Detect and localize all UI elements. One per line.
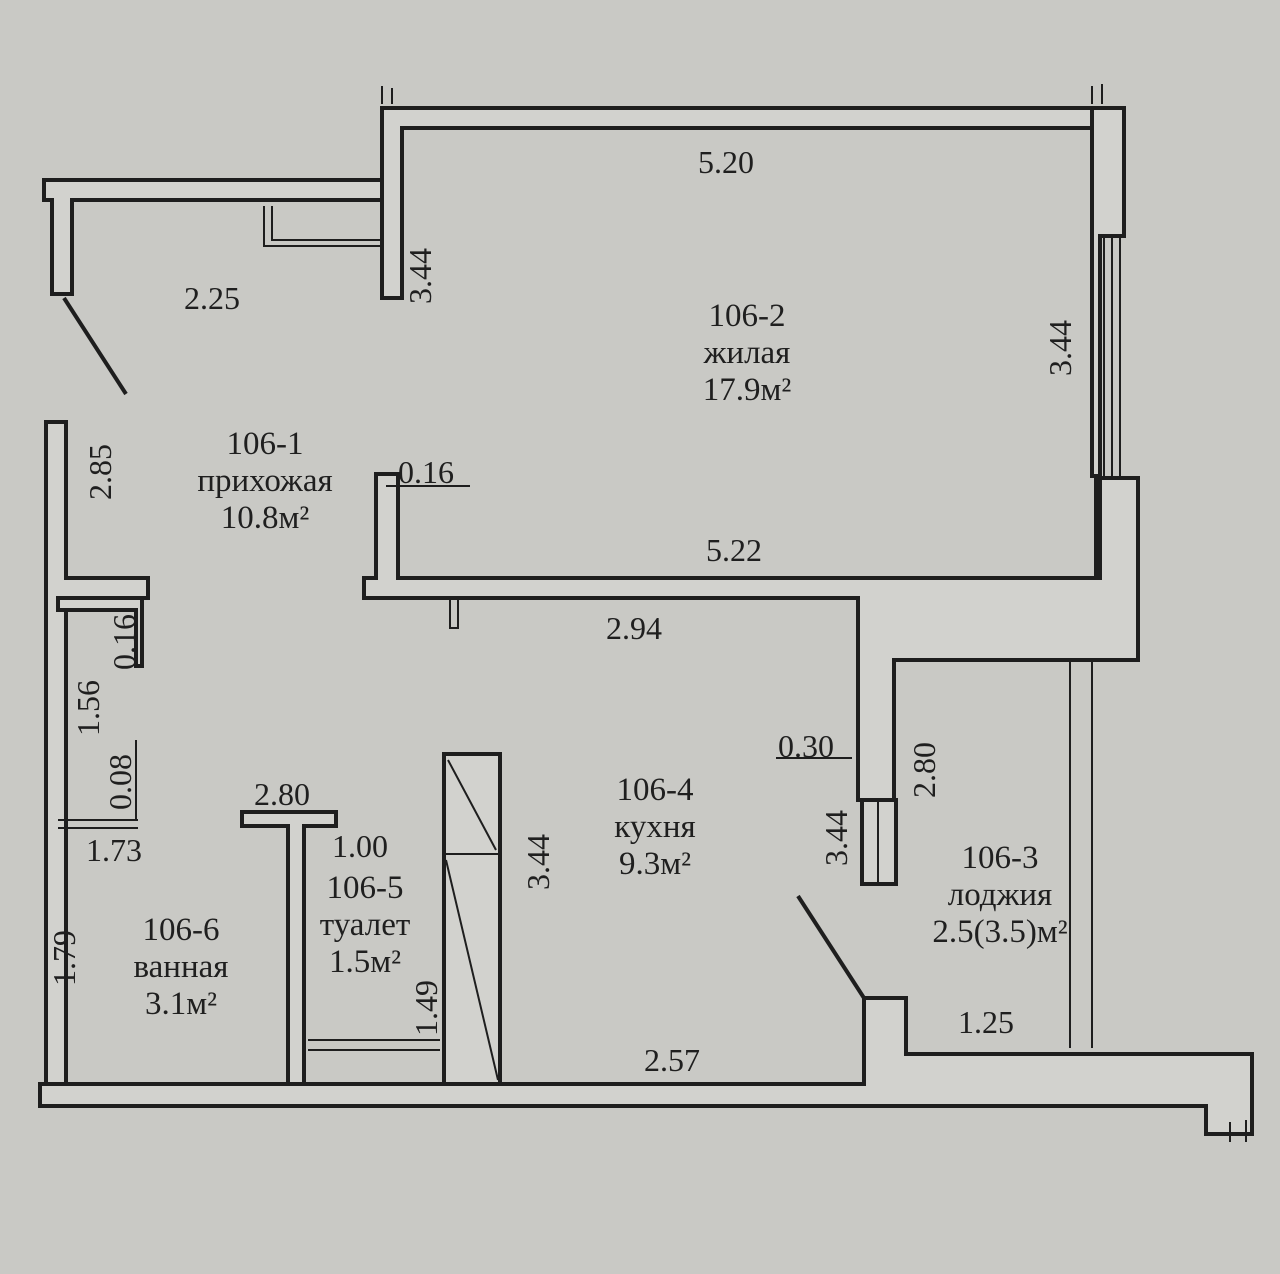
toilet-door	[308, 1039, 440, 1051]
dim-wall-016-top: 0.16	[398, 454, 454, 490]
room-bath: 106-6 ванная 3.1м²	[106, 912, 256, 1023]
living-bottom-wall	[362, 472, 1140, 802]
dim-bath-height: 1.79	[46, 930, 82, 986]
room-hall: 106-1 прихожая 10.8м²	[170, 426, 360, 537]
kitchen-door-swing	[796, 894, 866, 1000]
dim-wall-016-left: 0.16	[106, 614, 142, 670]
left-wall	[44, 420, 150, 1086]
dim-toilet-height: 1.49	[408, 980, 444, 1036]
dim-kitchen-bottom: 2.57	[644, 1042, 700, 1078]
bath-top-line	[58, 819, 138, 829]
room-living-name: жилая	[703, 335, 791, 371]
dim-loggia-left: 3.44	[818, 810, 854, 866]
dim-toilet-width: 1.00	[332, 828, 388, 864]
room-kitchen-area: 9.3м²	[618, 846, 692, 882]
dim-hall-left: 2.85	[82, 444, 118, 500]
room-kitchen-name: кухня	[614, 809, 696, 845]
dim-corridor-width: 3.44	[402, 248, 438, 304]
dim-living-top: 5.20	[698, 144, 754, 180]
toilet-partition	[240, 810, 338, 1086]
dim-bath-width: 1.73	[86, 832, 142, 868]
ventilation-shaft	[442, 752, 502, 1086]
bottom-wall	[38, 996, 1254, 1136]
room-bath-name: ванная	[133, 949, 229, 985]
column-stub	[449, 600, 459, 629]
room-toilet: 106-5 туалет 1.5м²	[300, 870, 430, 981]
room-bath-id: 106-6	[142, 912, 220, 948]
room-bath-area: 3.1м²	[144, 986, 218, 1022]
room-living: 106-2 жилая 17.9м²	[672, 298, 822, 409]
dim-hall-top: 2.25	[184, 280, 240, 316]
window-frame	[1103, 236, 1121, 478]
room-toilet-id: 106-5	[326, 870, 404, 906]
room-kitchen: 106-4 кухня 9.3м²	[580, 772, 730, 883]
dim-kitchen-left: 3.44	[520, 834, 556, 890]
room-living-id: 106-2	[708, 298, 786, 334]
room-loggia-name: лоджия	[947, 877, 1053, 913]
dim-loggia-bottom: 1.25	[958, 1004, 1014, 1040]
dim-kitchen-top: 2.94	[606, 610, 662, 646]
dim-living-right: 3.44	[1042, 320, 1078, 376]
living-top-wall	[380, 106, 1094, 300]
room-kitchen-id: 106-4	[616, 772, 694, 808]
wardrobe-niche	[263, 206, 382, 247]
bath-partition	[56, 596, 144, 668]
dim-loggia-height: 2.80	[906, 742, 942, 798]
shaft-lines	[444, 759, 500, 1081]
dim-wall-030: 0.30	[778, 728, 834, 764]
dim-toilet-top: 2.80	[254, 776, 310, 812]
room-toilet-area: 1.5м²	[328, 944, 402, 980]
dim-bath-side: 1.56	[70, 680, 106, 736]
room-living-area: 17.9м²	[702, 372, 792, 408]
room-loggia-id: 106-3	[961, 840, 1039, 876]
dim-bath-wall: 0.08	[102, 754, 138, 810]
room-loggia: 106-3 лоджия 2.5(3.5)м²	[900, 840, 1100, 951]
hall-top-wall	[42, 178, 384, 296]
entrance-door-swing	[62, 296, 128, 396]
loggia-window	[1069, 660, 1093, 1048]
room-hall-id: 106-1	[226, 426, 304, 462]
room-loggia-area: 2.5(3.5)м²	[932, 914, 1068, 950]
dim-ticks	[381, 84, 1247, 1142]
room-toilet-name: туалет	[319, 907, 411, 943]
dim-living-bottom: 5.22	[706, 532, 762, 568]
room-hall-name: прихожая	[197, 463, 333, 499]
room-hall-area: 10.8м²	[220, 500, 310, 536]
